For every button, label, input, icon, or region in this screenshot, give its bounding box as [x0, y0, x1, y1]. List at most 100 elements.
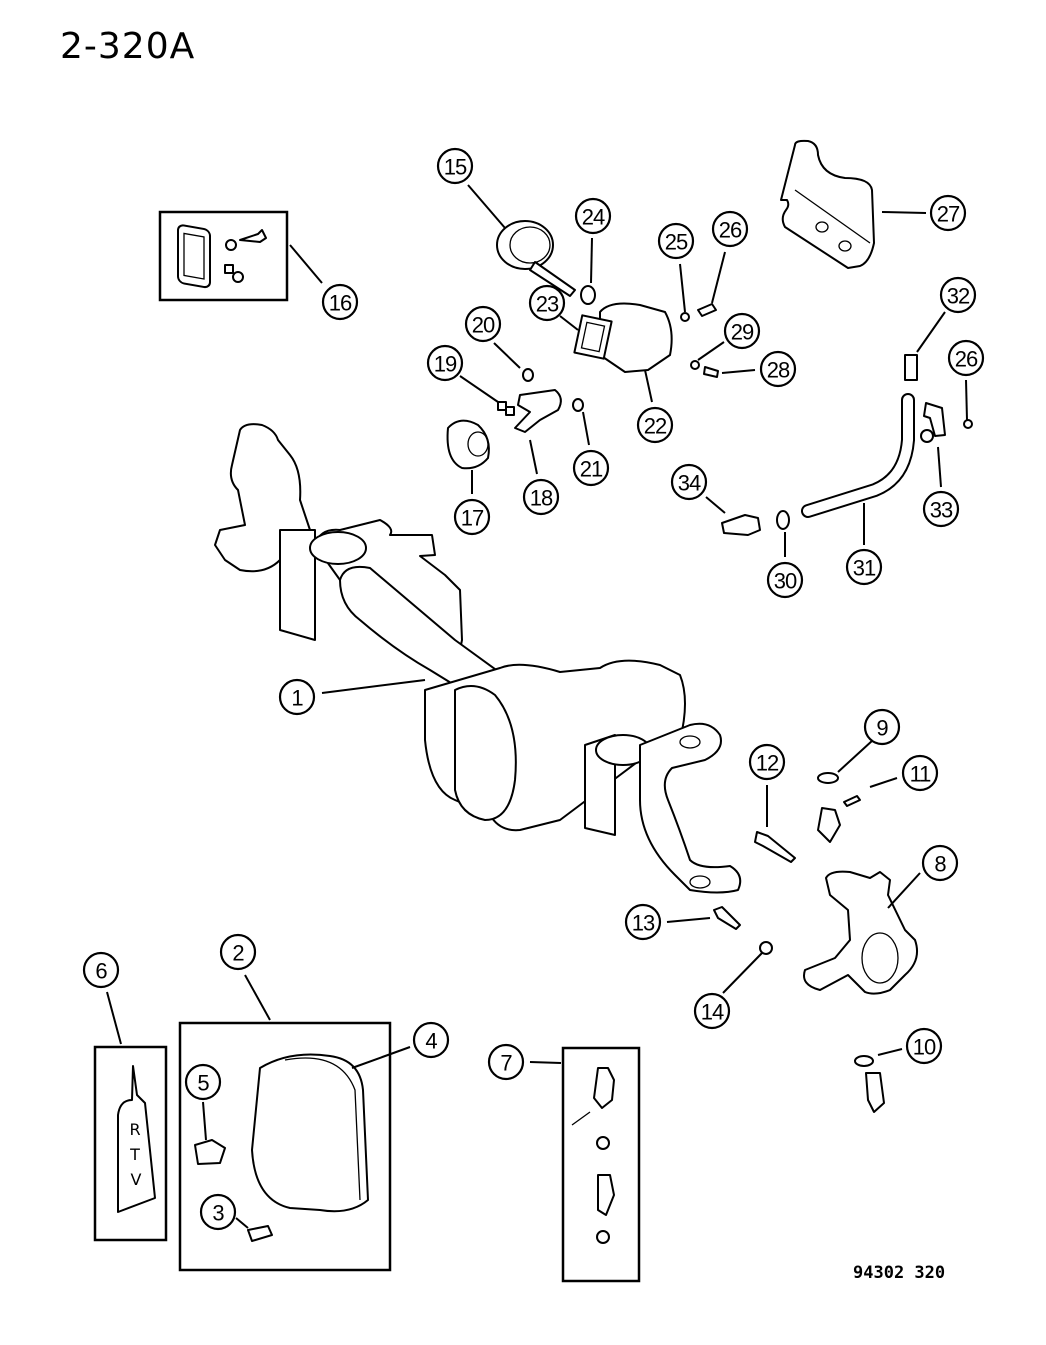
callout-circle	[436, 147, 474, 185]
callout-number: 30	[774, 569, 797, 594]
callout-circle	[321, 283, 359, 321]
callout-circle	[82, 951, 120, 989]
leader-line-16	[289, 244, 323, 284]
leader-line-6	[106, 991, 122, 1045]
leader-line-25	[679, 263, 686, 313]
leader-line-21	[582, 411, 590, 446]
leader-line-11	[869, 777, 898, 788]
callout-33: 33	[922, 490, 960, 528]
actuator-part	[496, 220, 576, 297]
page-title: 2-320A	[60, 26, 196, 67]
gasket-part	[573, 314, 613, 360]
callout-circle	[184, 1063, 222, 1101]
leader-line-23	[559, 315, 579, 331]
bracket-part	[780, 139, 875, 269]
callout-number: 22	[644, 414, 667, 439]
callout-8: 8	[921, 844, 959, 882]
leader-line-8	[887, 872, 921, 909]
callout-circle	[901, 754, 939, 792]
callout-number: 25	[665, 230, 688, 255]
leader-line-7	[529, 1061, 562, 1064]
leader-line-10	[877, 1048, 903, 1056]
kit-box-2	[178, 1021, 392, 1272]
callout-4: 4	[412, 1021, 450, 1059]
leader-line-18	[529, 439, 538, 475]
callout-circle	[748, 743, 786, 781]
callout-number: 20	[472, 313, 495, 338]
callout-5: 5	[184, 1063, 222, 1101]
callout-circle	[905, 1027, 943, 1065]
leader-line-19	[459, 375, 499, 403]
callout-number: 17	[461, 506, 484, 531]
callout-13: 13	[624, 903, 662, 941]
leader-line-1	[321, 679, 426, 694]
callout-9: 9	[863, 708, 901, 746]
callout-circle	[487, 1043, 525, 1081]
callout-22: 22	[636, 406, 674, 444]
callout-12: 12	[748, 743, 786, 781]
callout-circle	[947, 339, 985, 377]
callout-number: 34	[678, 471, 701, 496]
callout-number: 4	[425, 1029, 437, 1054]
callout-circle	[219, 933, 257, 971]
callout-2: 2	[219, 933, 257, 971]
leader-line-22	[644, 369, 653, 403]
leader-line-34	[705, 496, 726, 514]
callout-circle	[939, 276, 977, 314]
callout-number: 33	[930, 498, 953, 523]
callout-10: 10	[905, 1027, 943, 1065]
fork-part	[514, 389, 562, 433]
rtv-letter-r: R	[129, 1120, 140, 1139]
callout-circle	[723, 312, 761, 350]
callout-circle	[693, 992, 731, 1030]
callout-23: 23	[528, 284, 566, 322]
callout-circle	[921, 844, 959, 882]
gasket-kit-part	[177, 224, 267, 289]
callout-circle	[522, 478, 560, 516]
kit-box-7	[561, 1046, 641, 1283]
callout-14: 14	[693, 992, 731, 1030]
callout-26a: 26	[711, 210, 749, 248]
callout-11: 11	[901, 754, 939, 792]
leader-line-2	[244, 974, 271, 1021]
callout-number: 31	[853, 556, 876, 581]
leader-line-4	[351, 1046, 411, 1069]
diff-cover	[251, 1053, 369, 1213]
callout-30: 30	[766, 561, 804, 599]
callout-21: 21	[572, 449, 610, 487]
callout-number: 29	[731, 320, 754, 345]
callout-16: 16	[321, 283, 359, 321]
oring-part	[580, 285, 596, 305]
callout-circle	[759, 350, 797, 388]
callout-34: 34	[670, 463, 708, 501]
callout-number: 11	[910, 762, 932, 787]
callout-circle	[863, 708, 901, 746]
callout-number: 7	[500, 1051, 512, 1076]
leader-line-33	[937, 446, 942, 488]
callout-circle	[453, 498, 491, 536]
callout-31: 31	[845, 548, 883, 586]
callout-number: 13	[632, 911, 655, 936]
callout-number: 24	[582, 205, 605, 230]
callout-circle	[528, 284, 566, 322]
callout-32: 32	[939, 276, 977, 314]
steering-knuckle	[803, 870, 918, 995]
callout-circle	[464, 305, 502, 343]
callout-number: 14	[701, 1000, 724, 1025]
callout-number: 16	[329, 291, 352, 316]
leader-line-3	[235, 1217, 249, 1229]
callout-circle	[657, 222, 695, 260]
callout-circle	[278, 678, 316, 716]
callout-number: 28	[767, 358, 790, 383]
callout-circle	[845, 548, 883, 586]
callout-number: 5	[197, 1071, 209, 1096]
leader-line-32	[916, 311, 946, 353]
callout-6: 6	[82, 951, 120, 989]
callout-number: 8	[934, 852, 946, 877]
rtv-tube	[117, 1065, 156, 1213]
callout-number: 27	[937, 202, 960, 227]
kit-box-6	[93, 1045, 168, 1242]
callout-number: 19	[434, 352, 457, 377]
callout-number: 21	[580, 457, 603, 482]
